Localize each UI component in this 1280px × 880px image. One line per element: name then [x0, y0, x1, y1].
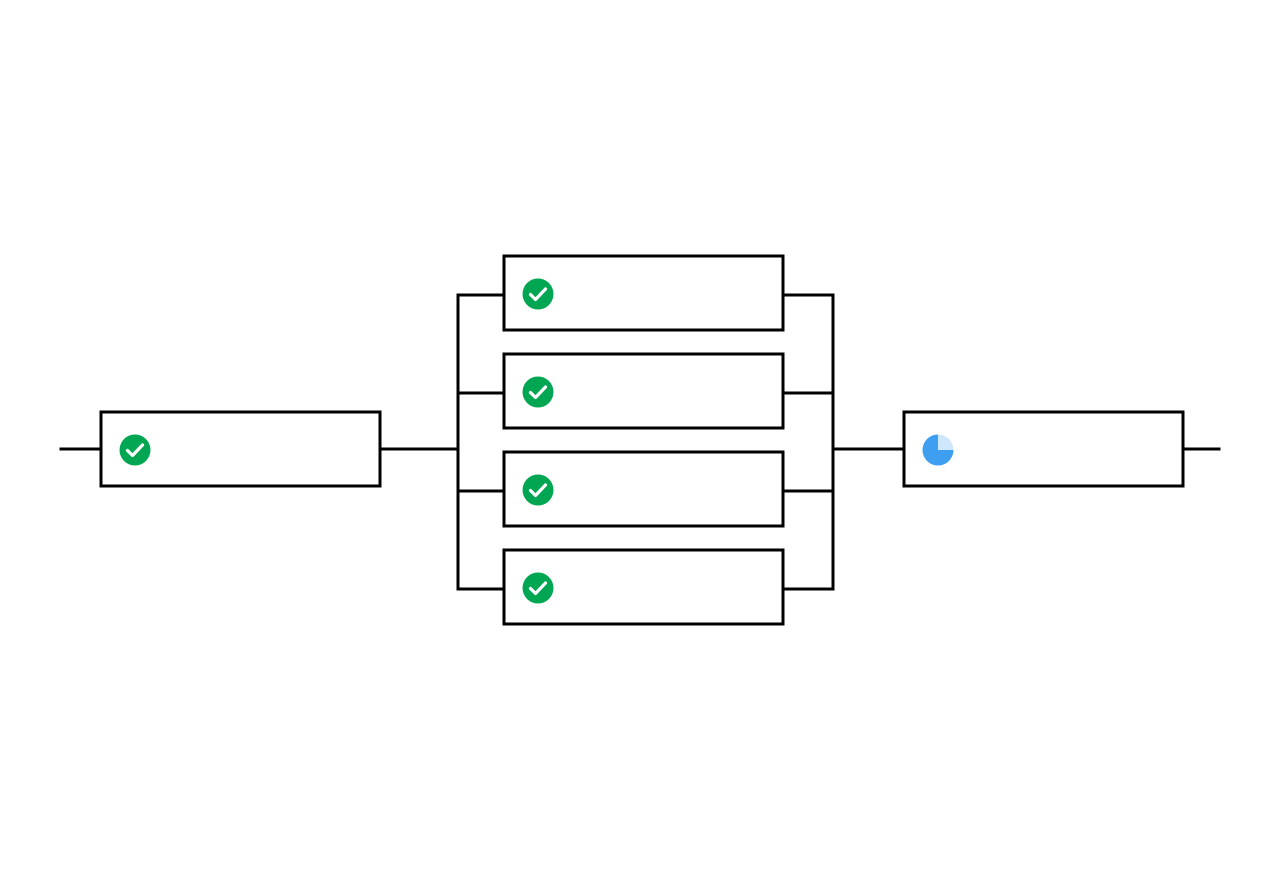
stage-2-step-1[interactable]: [502, 254, 785, 332]
pipeline-steps: [99, 254, 1185, 626]
connector-lines: [59, 293, 1221, 591]
stage-2-step-3[interactable]: [502, 450, 785, 528]
check-circle-icon: [522, 572, 554, 604]
check-circle-icon: [119, 434, 151, 466]
check-circle-icon: [522, 474, 554, 506]
check-circle-icon: [522, 278, 554, 310]
stage-1-step[interactable]: [99, 410, 382, 488]
stage-2-step-4[interactable]: [502, 548, 785, 626]
check-circle-icon: [522, 376, 554, 408]
stage-2-step-2[interactable]: [502, 352, 785, 430]
progress-pie-icon: [922, 434, 954, 466]
stage-3-step[interactable]: [902, 410, 1185, 488]
